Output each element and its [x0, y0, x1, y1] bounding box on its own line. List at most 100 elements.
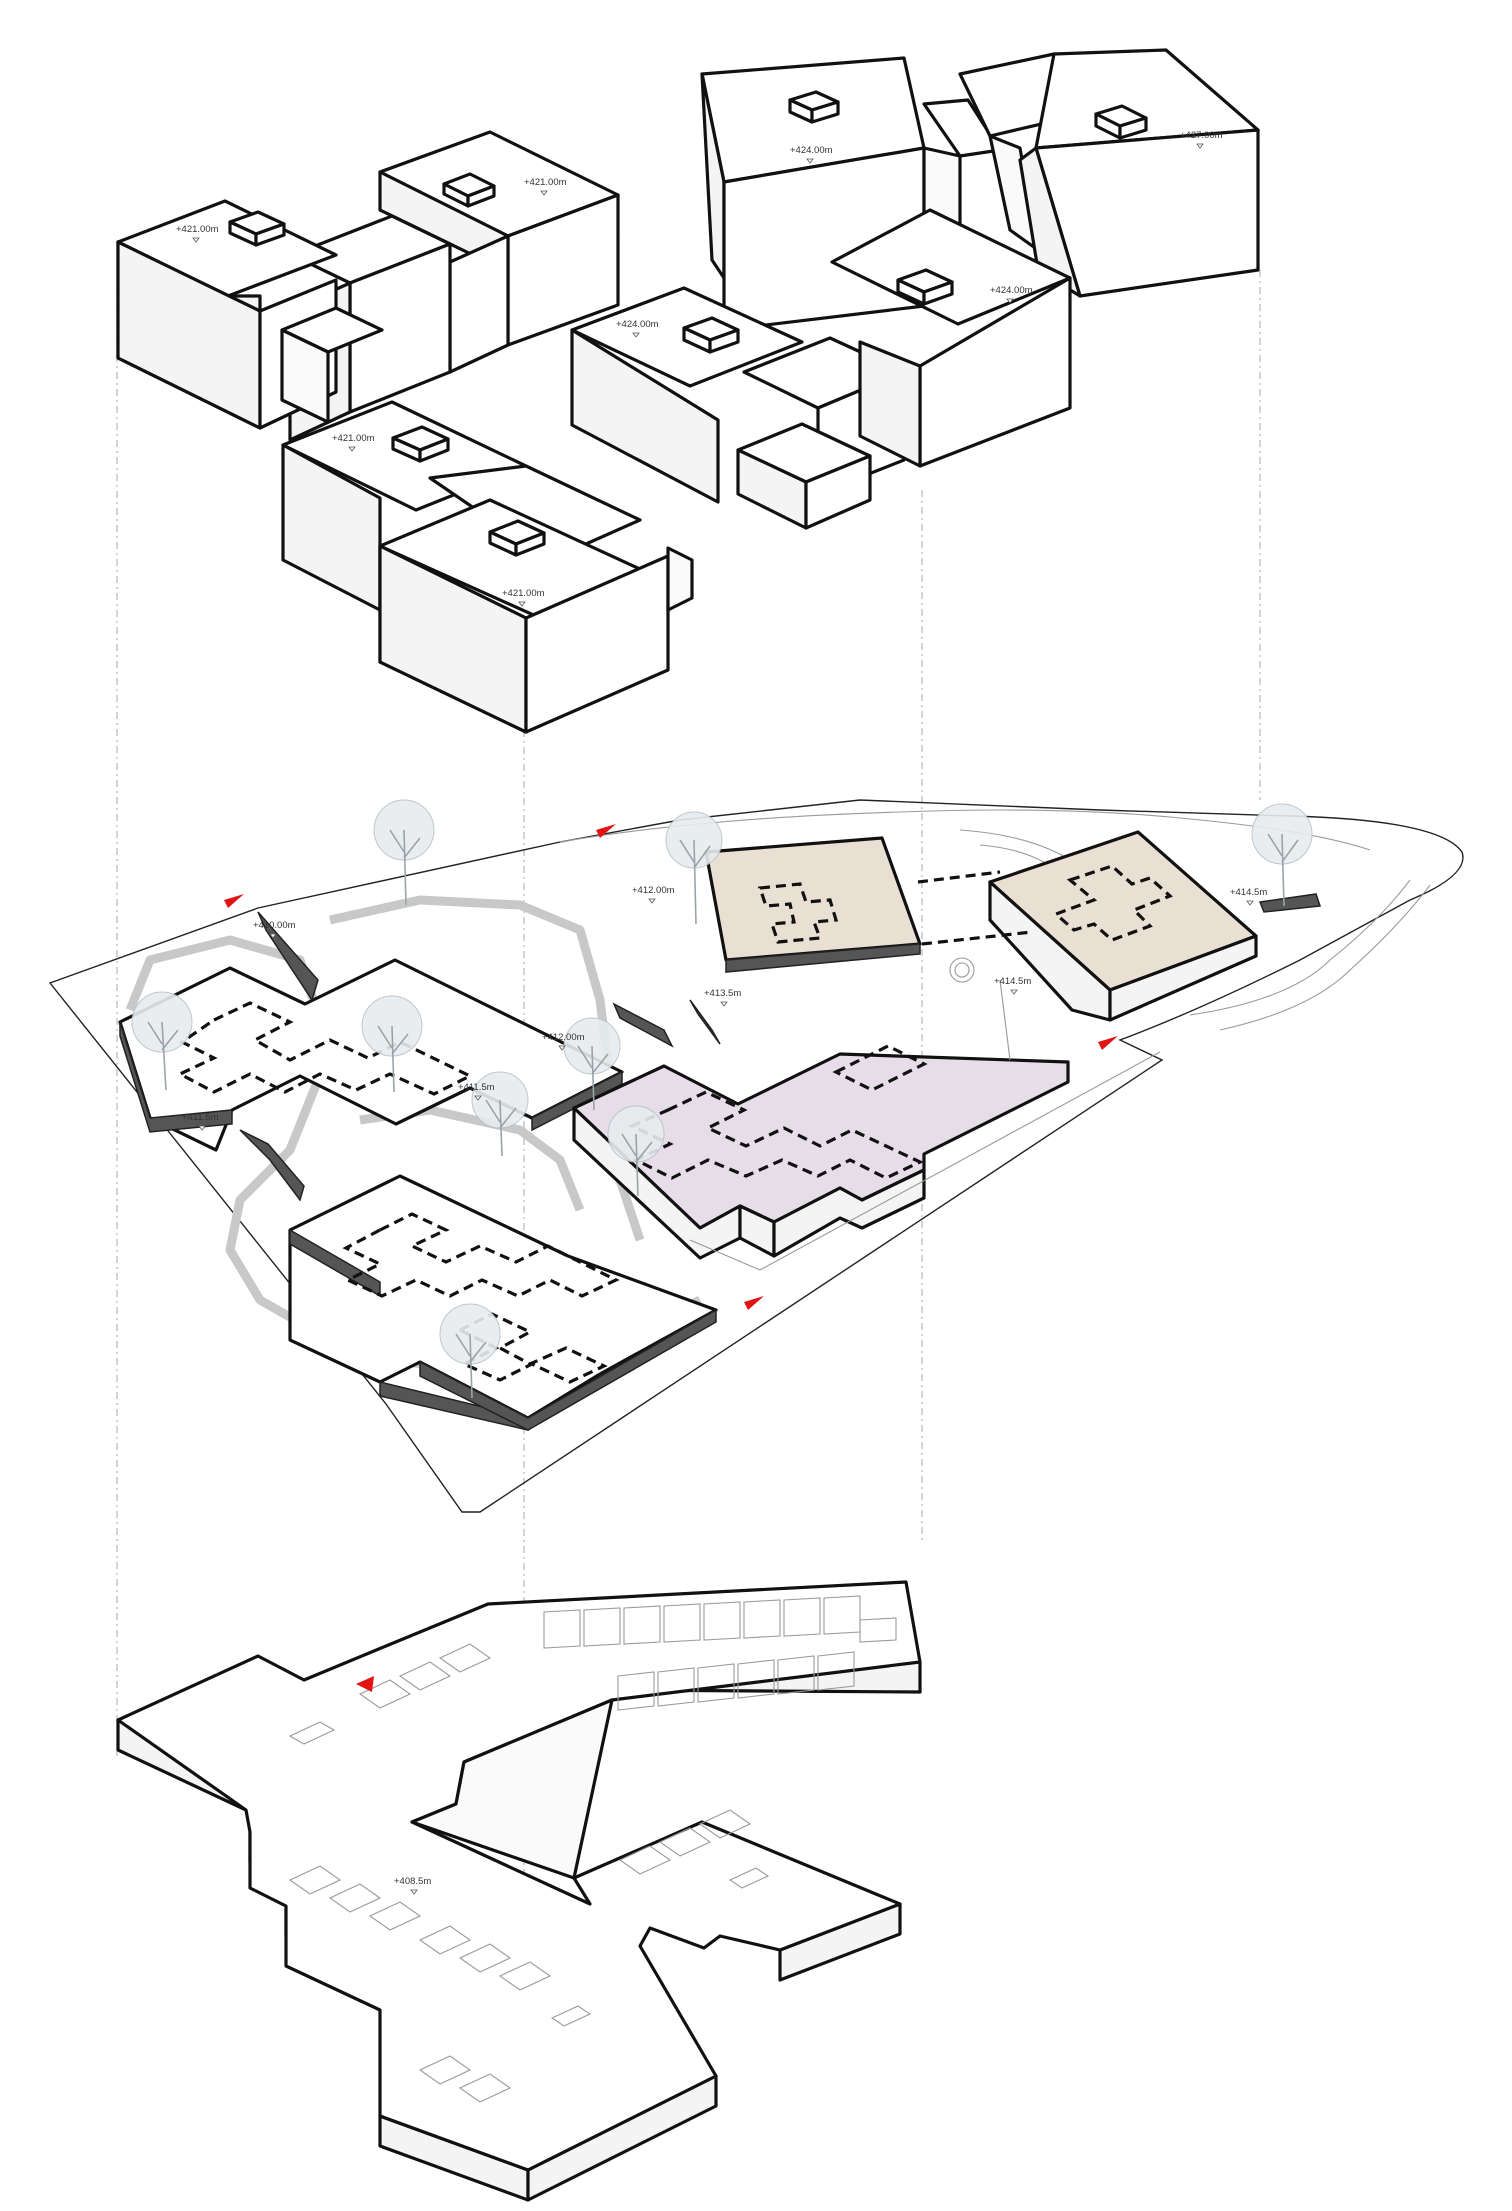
roof-box-side: [810, 100, 840, 124]
elevation-marker-icon: [348, 446, 356, 452]
dark-edge: [612, 1002, 674, 1048]
tree: [439, 1303, 501, 1399]
tree: [373, 799, 435, 906]
elevation-label: +424.00m: [990, 285, 1033, 296]
dark-edge: [239, 1129, 305, 1202]
parking-row: [618, 1809, 752, 1875]
elevation-marker-icon: [806, 158, 814, 164]
stair-core: [859, 1617, 897, 1643]
elevation-marker-icon: [198, 1125, 206, 1131]
footprint-edge: [419, 1308, 717, 1431]
elevation-label: +414.5m: [994, 976, 1031, 987]
block-facade: [448, 234, 510, 374]
stair-core: [550, 2005, 592, 2027]
parking-row: [617, 1651, 855, 1711]
block-facade: [524, 554, 670, 734]
footprint-edge: [725, 943, 921, 973]
elevation-label: +424.00m: [790, 145, 833, 156]
elevation-label: +413.5m: [704, 988, 741, 999]
dark-edge: [689, 999, 721, 1045]
elevation-label: +411.5m: [458, 1082, 495, 1093]
elevation-label: +408.5m: [394, 1876, 431, 1887]
elevation-label: +412.00m: [632, 885, 675, 896]
parking-row: [418, 1925, 552, 1991]
elevation-label: +421.00m: [332, 433, 375, 444]
top-massing-left: [116, 130, 694, 734]
elevation-marker-icon: [1196, 143, 1204, 149]
dashed-link: [921, 930, 1033, 946]
elevation-marker-icon: [558, 1045, 566, 1051]
footprint-side: [1108, 934, 1258, 1022]
building-footprint-beige: [704, 836, 922, 962]
parking-row: [418, 2055, 512, 2103]
tree: [607, 1105, 665, 1197]
basement-floor: +408.5m: [116, 1580, 922, 2202]
parking-row: [543, 1595, 861, 1649]
roof-box-side: [1118, 116, 1148, 140]
elevation-label: +421.00m: [524, 177, 567, 188]
elevation-label: +421.00m: [176, 224, 219, 235]
dashed-outline: [176, 1001, 474, 1096]
step-facade: [804, 454, 872, 530]
entry-arrow: [596, 824, 616, 838]
elevation-label: +410.00m: [253, 920, 296, 931]
elevation-label: +424.00m: [616, 319, 659, 330]
top-massing-right: [570, 48, 1260, 530]
site-line: [999, 979, 1011, 1061]
entry-arrow: [744, 1296, 764, 1310]
elevation-marker-icon: [720, 1001, 728, 1007]
elevation-label: +412.00m: [542, 1032, 585, 1043]
dashed-outline: [757, 882, 839, 944]
site-line: [689, 1051, 1161, 1271]
floor-plate: [116, 1580, 922, 2172]
block-side: [666, 546, 694, 612]
tree: [1251, 803, 1313, 907]
tree: [471, 1071, 529, 1157]
elevation-label: +427.00m: [1180, 130, 1223, 141]
roof-box-side: [514, 531, 546, 557]
site-boundary: [48, 799, 1464, 1513]
elevation-label: +421.00m: [502, 588, 545, 599]
roof-box-side: [254, 222, 286, 247]
tree: [665, 811, 723, 925]
parking-bays: [288, 1595, 861, 2103]
top-elevation-labels: +421.00m +421.00m +421.00m +421.00m +424…: [176, 130, 1223, 599]
block-side: [570, 328, 720, 504]
dashed-outline: [628, 1090, 924, 1180]
site-elevation-labels: +410.00m +412.00m +413.5m +414.5m +414.5…: [182, 885, 1267, 1123]
elevation-marker-icon: [269, 933, 277, 939]
courtyard-void: [410, 1698, 614, 1880]
contour-line: [1189, 879, 1411, 1016]
elevation-marker-icon: [648, 898, 656, 904]
dashed-outline: [1052, 864, 1174, 942]
parking-row: [288, 1865, 422, 1931]
contour-line: [1219, 884, 1431, 1031]
dashed-outline: [342, 1212, 620, 1298]
dashed-outline: [832, 1044, 928, 1092]
parking-row: [358, 1643, 492, 1709]
footprint-side: [988, 880, 1112, 1022]
elevation-marker-icon: [518, 601, 526, 607]
entry-arrow: [1098, 1036, 1118, 1050]
elevation-marker-icon: [192, 237, 200, 243]
tree: [563, 1017, 621, 1111]
tree: [361, 995, 423, 1093]
dashed-link: [917, 870, 1001, 884]
elevation-label: +414.5m: [1230, 887, 1267, 898]
roof-box-side: [418, 437, 450, 463]
elevation-label: +411.5m: [182, 1112, 219, 1123]
elevation-marker-icon: [1006, 298, 1014, 304]
site-plan: [48, 799, 1464, 1513]
roof-box-side: [922, 280, 954, 306]
elevation-marker-icon: [1010, 989, 1018, 995]
round-feature: [949, 957, 975, 983]
tree: [131, 991, 193, 1091]
dashed-outline: [456, 1312, 608, 1384]
footprint-side: [772, 1168, 926, 1258]
roof-box-side: [708, 328, 740, 354]
round-feature: [954, 962, 970, 978]
dark-edge: [1258, 893, 1322, 913]
building-footprint: [288, 1174, 718, 1420]
